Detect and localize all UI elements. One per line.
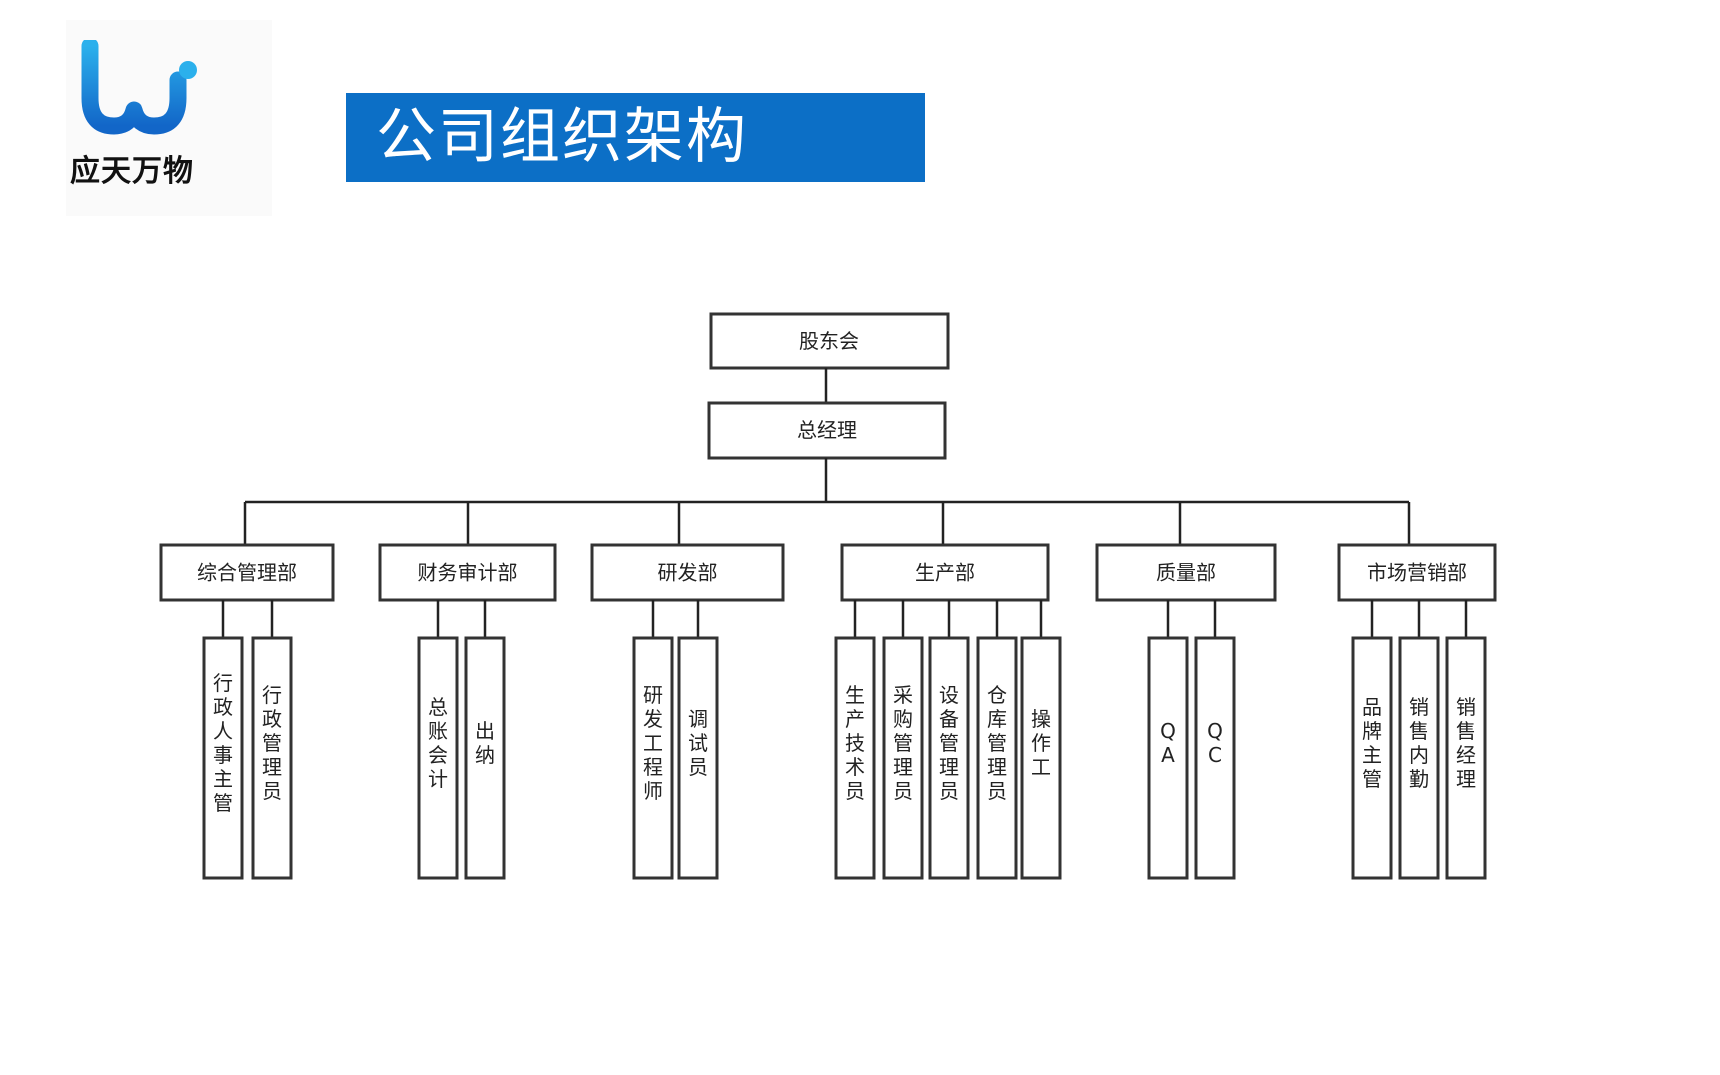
company-logo: 应天万物 <box>66 20 272 216</box>
role-box <box>417 636 459 880</box>
role-box <box>1020 636 1062 880</box>
department-box <box>1095 543 1277 602</box>
role-label: 采购管理员 <box>893 683 913 803</box>
role-label: 行政人事主管 <box>213 671 233 815</box>
role-box <box>1398 636 1440 880</box>
page-title: 公司组织架构 <box>346 93 925 182</box>
department-box <box>590 543 785 602</box>
department-label: 质量部 <box>1156 561 1216 585</box>
role-label: 设备管理员 <box>939 683 959 803</box>
department-label: 综合管理部 <box>197 561 297 585</box>
role-label: 仓库管理员 <box>987 683 1007 803</box>
role-box <box>976 636 1018 880</box>
role-label: 出纳 <box>475 719 495 767</box>
department-box <box>840 543 1050 602</box>
role-label: 研发工程师 <box>643 683 663 803</box>
role-box <box>928 636 970 880</box>
role-label: 行政管理员 <box>262 683 282 803</box>
role-box <box>677 636 719 880</box>
role-box <box>251 636 293 880</box>
department-label: 财务审计部 <box>418 561 518 585</box>
role-box <box>882 636 924 880</box>
role-box <box>1147 636 1189 880</box>
role-label: 调试员 <box>688 707 708 779</box>
role-label: 总账会计 <box>428 695 448 791</box>
role-box <box>632 636 674 880</box>
role-label: 操作工 <box>1031 707 1051 779</box>
role-label: 销售经理 <box>1456 695 1476 791</box>
department-box <box>159 543 335 602</box>
department-label: 研发部 <box>658 561 718 585</box>
department-box <box>1337 543 1497 602</box>
department-box <box>378 543 557 602</box>
role-box <box>202 636 244 880</box>
root-box <box>709 312 950 370</box>
manager-box <box>707 401 947 460</box>
manager-label: 总经理 <box>797 418 857 442</box>
department-label: 市场营销部 <box>1367 561 1467 585</box>
logo-text: 应天万物 <box>70 154 194 189</box>
role-label: 销售内勤 <box>1409 695 1429 791</box>
role-box <box>1194 636 1236 880</box>
department-label: 生产部 <box>915 561 975 585</box>
role-box <box>834 636 876 880</box>
wi-logo-icon <box>81 40 197 135</box>
role-label: 品牌主管 <box>1362 695 1382 791</box>
root-label: 股东会 <box>799 329 859 353</box>
role-box <box>1445 636 1487 880</box>
role-label: 生产技术员 <box>845 683 865 803</box>
role-box <box>464 636 506 880</box>
role-box <box>1351 636 1393 880</box>
